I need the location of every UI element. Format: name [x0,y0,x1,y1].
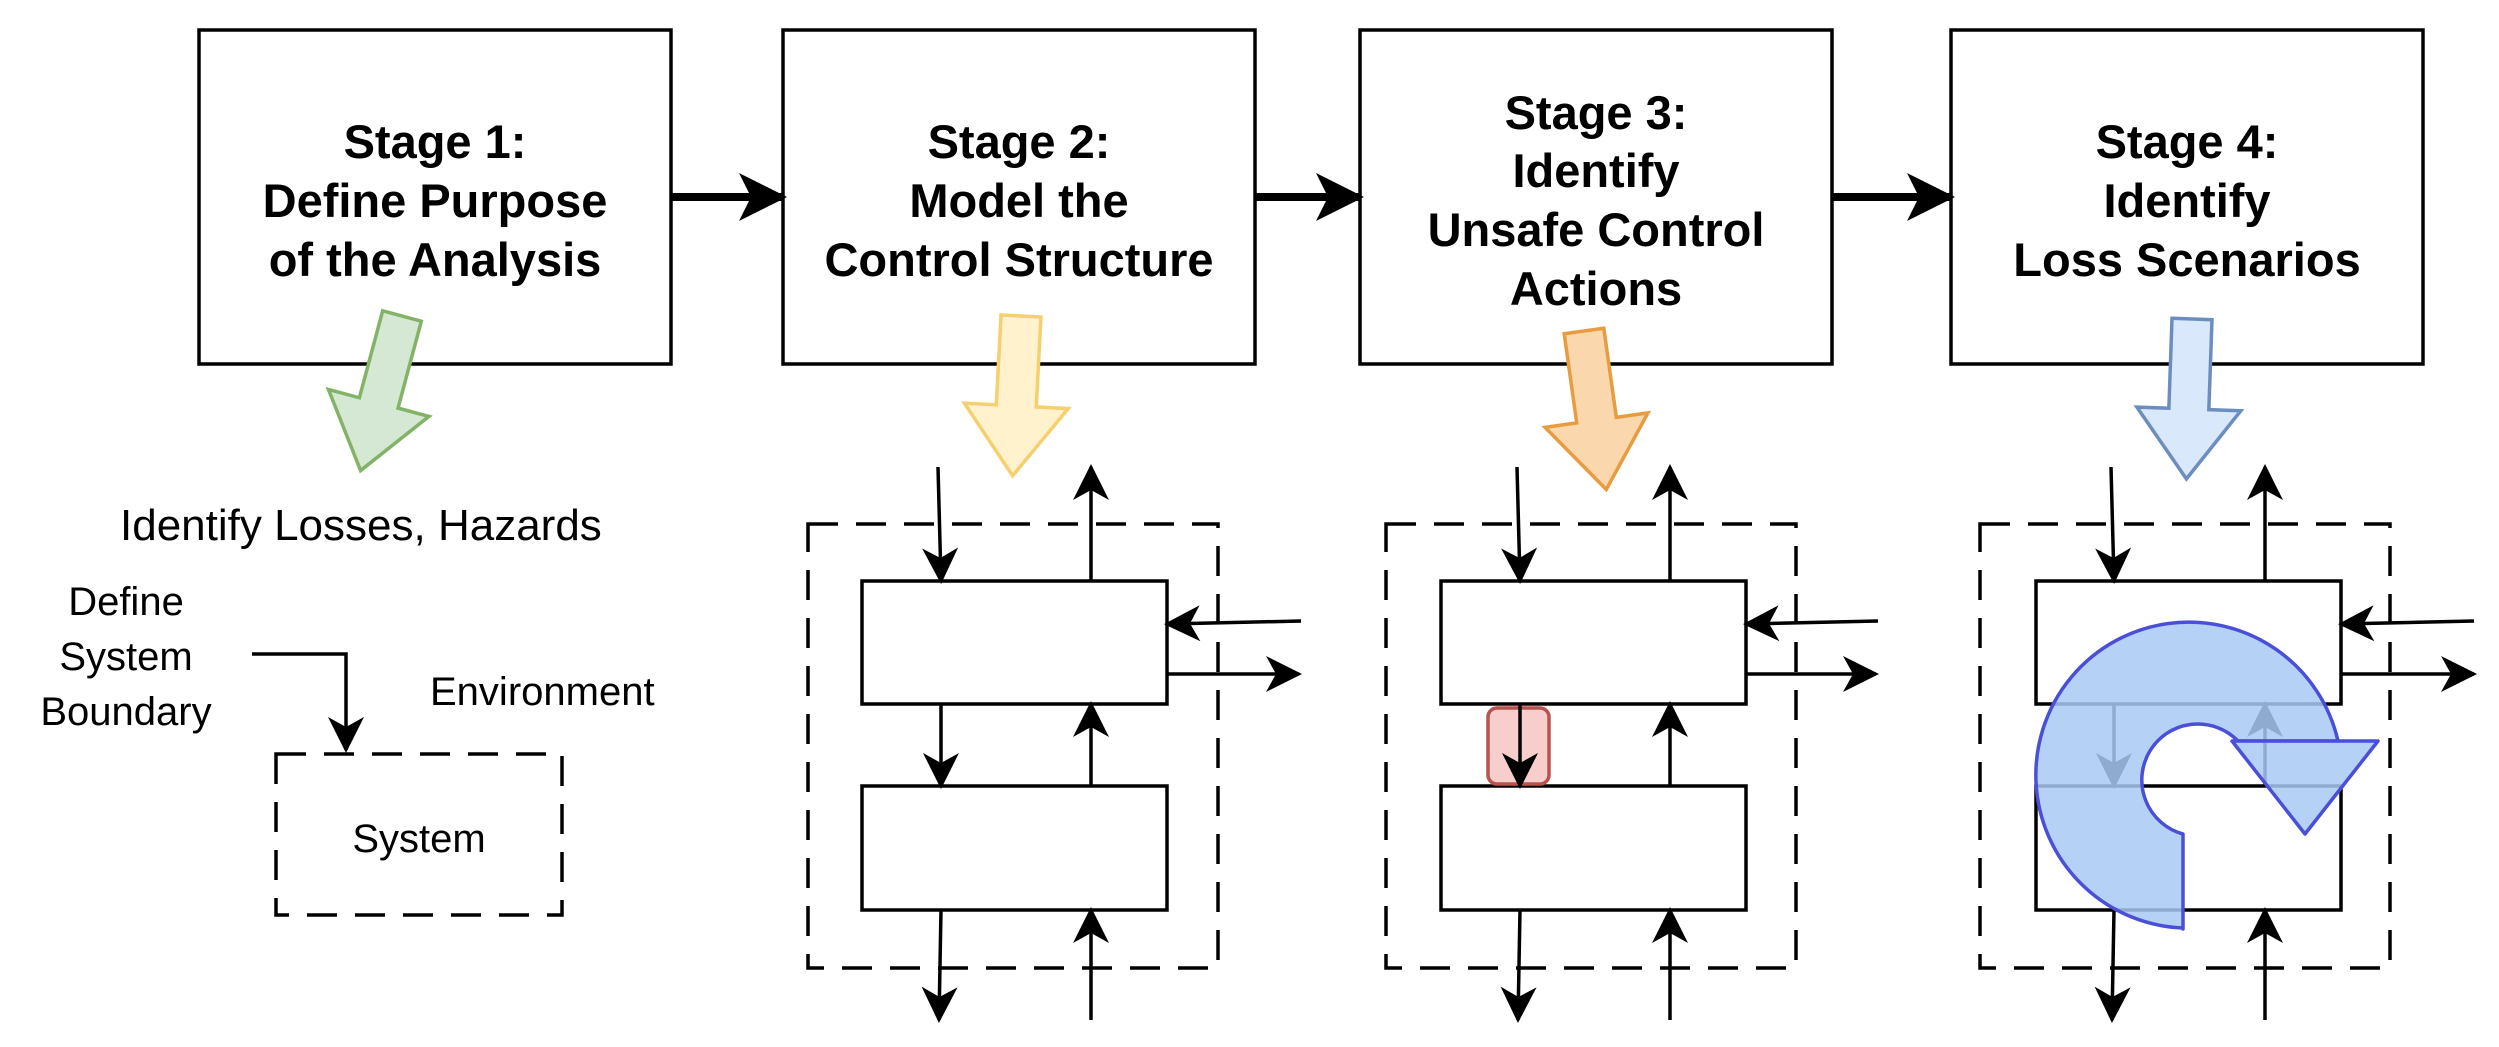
external-input-arrow [2338,605,2475,642]
loss-scenario-loop-arrowhead [2230,739,2380,836]
external-input-arrow [1743,605,1879,642]
environment-label: Environment [430,670,655,714]
control-structure-boundary [806,522,1220,970]
stage-1-box: Stage 1: Define Purpose of the Analysis [197,28,673,366]
loss-scenario-loop-arrow [2034,620,2340,931]
stage-3-line-4: Actions [1510,262,1682,315]
control-structure-boundary [1978,522,2392,970]
stage-2-line-3: Control Structure [824,233,1213,286]
controller-block [860,579,1169,706]
boundary-label-line-2: System [59,635,192,679]
system-label: System [352,817,485,861]
input-down-arrow [922,466,959,584]
losses-hazards-label: Identify Losses, Hazards [120,501,602,550]
stage-3-output-arrow [1541,326,1652,493]
control-structure-stage-2 [806,464,1302,1023]
control-structure-stage-3 [1384,464,1879,1023]
stage-2-box: Stage 2: Model the Control Structure [781,28,1257,366]
controlled-process-block [860,784,1169,912]
control-structure-boundary [1384,522,1798,970]
stage-4-title: Stage 4: [2096,115,2279,168]
controlled-process-block [1439,784,1748,912]
stage-2-output-arrow [960,313,1072,479]
stage-3-title: Stage 3: [1505,86,1688,139]
stage-4-box: Stage 4: Identify Loss Scenarios [1949,28,2425,366]
stage-1-title: Stage 1: [344,115,527,168]
stage-4-line-3: Loss Scenarios [2013,233,2360,286]
external-input-arrow [1164,605,1302,642]
stage-3-box: Stage 3: Identify Unsafe Control Actions [1358,28,1834,366]
boundary-pointer-arrow [252,652,364,753]
controller-block [1439,579,1748,706]
system-boundary-box [274,752,564,917]
input-down-arrow [1501,466,1538,584]
boundary-label-line-1: Define [68,580,184,624]
input-down-arrow [2095,466,2132,584]
process-output-arrow [2094,909,2131,1023]
boundary-label-line-3: Boundary [40,690,211,734]
stage-1-output-arrow [325,308,433,474]
stage-2-title: Stage 2: [928,115,1111,168]
stage-3-line-3: Unsafe Control [1428,203,1765,256]
stage-1-line-3: of the Analysis [269,233,602,286]
process-output-arrow [921,909,958,1023]
stage-2-line-2: Model the [909,174,1128,227]
stage-4-output-arrow [2133,316,2245,482]
stage-3-line-2: Identify [1512,144,1679,197]
process-output-arrow [1500,909,1537,1023]
control-structure-stage-4 [1978,464,2477,1023]
stage-4-line-2: Identify [2103,174,2270,227]
stage-1-line-2: Define Purpose [263,174,608,227]
